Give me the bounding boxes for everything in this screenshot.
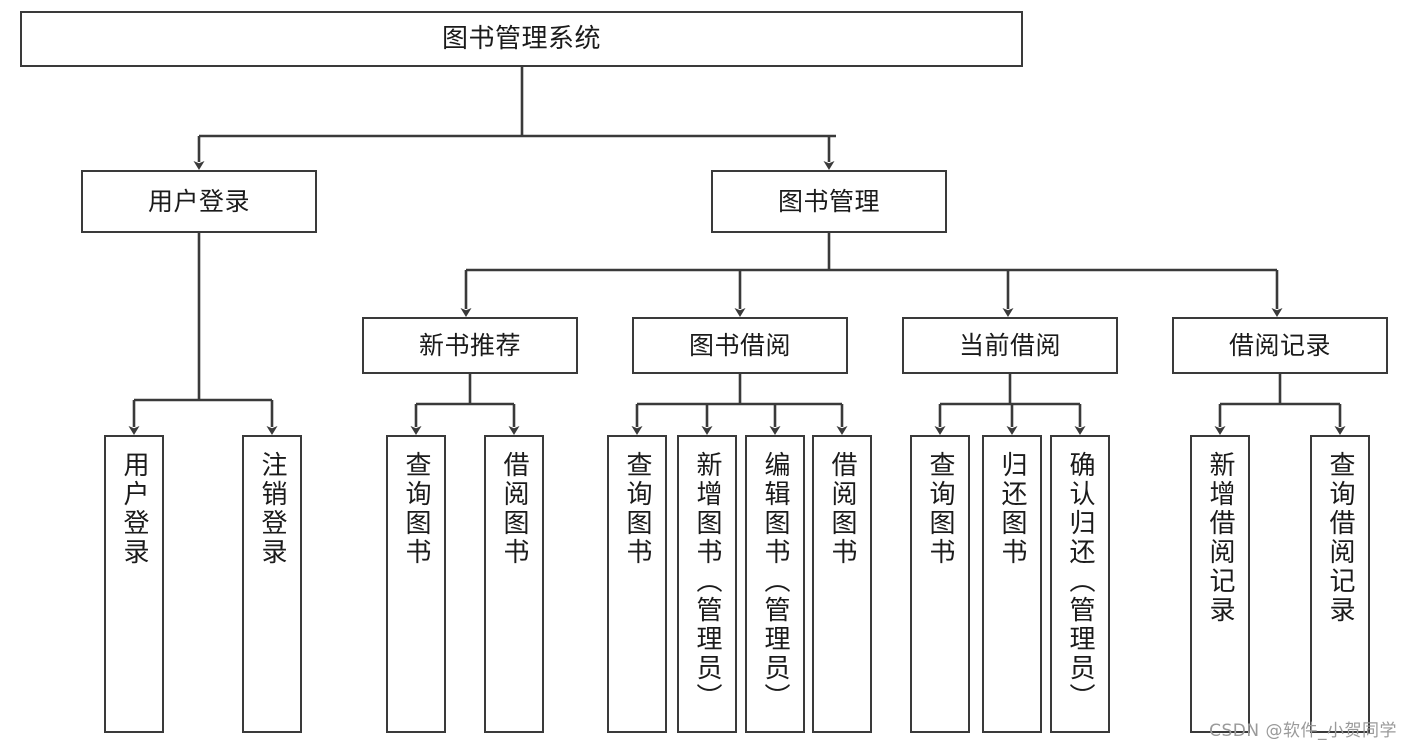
- node-root-label: 图书管理系统: [441, 23, 601, 54]
- node-root[interactable]: 图书管理系统: [20, 11, 1023, 67]
- node-user-login-label: 用户登录: [147, 186, 250, 216]
- node-new-book-recommend[interactable]: 新书推荐: [362, 317, 578, 374]
- leaf-add-record[interactable]: 新增借阅记录: [1190, 435, 1250, 733]
- node-book-manage-label: 图书管理: [777, 186, 880, 216]
- leaf-confirm-return-label: 确认归还（管理员）: [1065, 451, 1096, 712]
- watermark: CSDN @软件_小贺同学: [1209, 721, 1397, 741]
- leaf-query-book-cur-label: 查询图书: [925, 451, 956, 567]
- node-book-manage[interactable]: 图书管理: [711, 170, 947, 233]
- leaf-query-book-rec-label: 查询图书: [401, 451, 432, 567]
- leaf-user-login-label: 用户登录: [119, 451, 150, 567]
- leaf-add-book[interactable]: 新增图书（管理员）: [677, 435, 737, 733]
- leaf-borrow-book[interactable]: 借阅图书: [812, 435, 872, 733]
- node-current-borrow[interactable]: 当前借阅: [902, 317, 1118, 374]
- node-book-borrow[interactable]: 图书借阅: [632, 317, 848, 374]
- leaf-confirm-return[interactable]: 确认归还（管理员）: [1050, 435, 1110, 733]
- leaf-query-book-borrow[interactable]: 查询图书: [607, 435, 667, 733]
- leaf-borrow-book-rec[interactable]: 借阅图书: [484, 435, 544, 733]
- node-new-book-recommend-label: 新书推荐: [418, 330, 521, 360]
- leaf-edit-book[interactable]: 编辑图书（管理员）: [745, 435, 805, 733]
- leaf-query-book-cur[interactable]: 查询图书: [910, 435, 970, 733]
- leaf-return-book[interactable]: 归还图书: [982, 435, 1042, 733]
- leaf-query-record-label: 查询借阅记录: [1325, 451, 1356, 625]
- node-borrow-record-label: 借阅记录: [1228, 330, 1331, 360]
- leaf-user-logout[interactable]: 注销登录: [242, 435, 302, 733]
- leaf-user-logout-label: 注销登录: [257, 451, 288, 567]
- leaf-add-book-label: 新增图书（管理员）: [692, 451, 723, 712]
- leaf-add-record-label: 新增借阅记录: [1205, 451, 1236, 625]
- leaf-borrow-book-label: 借阅图书: [827, 451, 858, 567]
- node-borrow-record[interactable]: 借阅记录: [1172, 317, 1388, 374]
- node-current-borrow-label: 当前借阅: [958, 330, 1061, 360]
- leaf-edit-book-label: 编辑图书（管理员）: [760, 451, 791, 712]
- node-user-login[interactable]: 用户登录: [81, 170, 317, 233]
- leaf-query-book-borrow-label: 查询图书: [622, 451, 653, 567]
- leaf-query-record[interactable]: 查询借阅记录: [1310, 435, 1370, 733]
- leaf-query-book-rec[interactable]: 查询图书: [386, 435, 446, 733]
- leaf-borrow-book-rec-label: 借阅图书: [499, 451, 530, 567]
- node-book-borrow-label: 图书借阅: [688, 330, 791, 360]
- leaf-user-login[interactable]: 用户登录: [104, 435, 164, 733]
- leaf-return-book-label: 归还图书: [997, 451, 1028, 567]
